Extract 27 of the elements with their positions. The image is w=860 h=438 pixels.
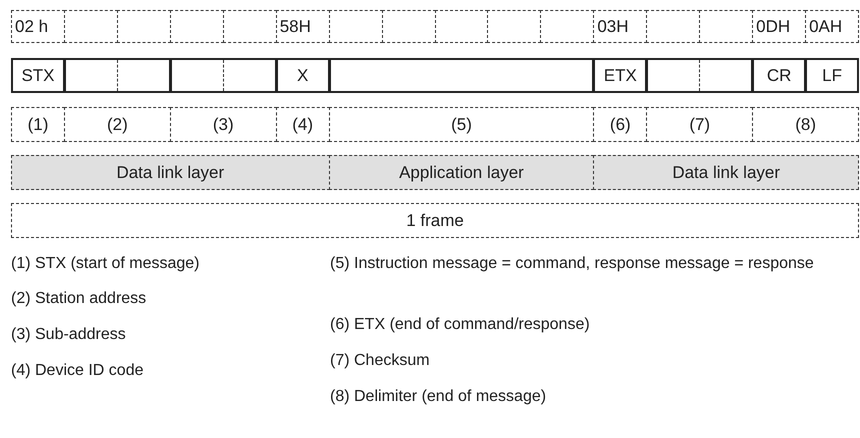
field-number: (2): [64, 107, 171, 142]
field-name: ETX: [593, 58, 648, 93]
hex-code: 03H: [593, 10, 648, 43]
legend-note: (5) Instruction message = command, response message = response: [330, 254, 815, 274]
hex-code: 0AH: [805, 10, 860, 43]
hex-code: 58H: [276, 10, 330, 43]
layer-band: Data link layer: [11, 155, 330, 190]
hex-code: 0DH: [752, 10, 806, 43]
field-number: (6): [593, 107, 648, 142]
field-name: LF: [805, 58, 860, 93]
hex-code: 02 h: [11, 10, 65, 43]
field-number: (5): [328, 107, 594, 142]
legend-note: (6) ETX (end of command/response): [330, 315, 591, 335]
legend-note: (8) Delimiter (end of message): [330, 387, 548, 407]
field-number: (1): [11, 107, 65, 142]
layer-band: Data link layer: [593, 155, 860, 190]
field-number: (7): [646, 107, 754, 142]
field-number: (3): [170, 107, 277, 142]
field-number: (8): [752, 107, 860, 142]
layer-band: Application layer: [328, 155, 594, 190]
legend-note: (2) Station address: [11, 289, 148, 309]
field-name: CR: [752, 58, 806, 93]
field-name: STX: [11, 58, 65, 93]
field-name: X: [276, 58, 330, 93]
frame-band: 1 frame: [11, 203, 860, 238]
legend-note: (7) Checksum: [330, 351, 431, 371]
field-number: (4): [276, 107, 330, 142]
